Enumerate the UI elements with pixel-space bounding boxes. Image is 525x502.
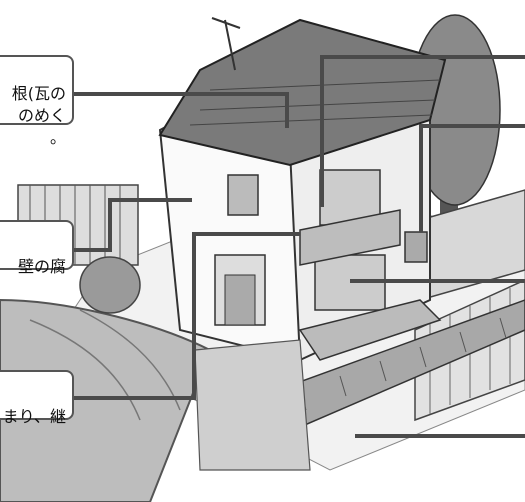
leader-line-roof bbox=[72, 92, 289, 128]
path-line bbox=[29, 319, 141, 421]
path-line bbox=[79, 309, 181, 411]
leader-line-barrel bbox=[419, 124, 525, 232]
deck bbox=[298, 299, 442, 361]
callout-floor: まり、継 bbox=[0, 370, 74, 426]
shrub bbox=[79, 256, 141, 314]
callout-floor-text: まり、継 bbox=[2, 407, 66, 426]
front-door bbox=[224, 274, 256, 326]
antenna bbox=[224, 19, 236, 71]
callout-roof: 根(瓦の のめく 。 bbox=[0, 55, 74, 147]
rain-barrel bbox=[404, 231, 428, 263]
balcony bbox=[299, 209, 401, 266]
leader-line-wall bbox=[72, 198, 192, 252]
leader-line-floor bbox=[72, 232, 300, 400]
callout-wall-text: 壁の腐 bbox=[17, 257, 66, 276]
callout-wall: 壁の腐 bbox=[0, 220, 74, 276]
callout-roof-text: 根(瓦の のめく 。 bbox=[11, 84, 66, 147]
leader-line-top-right bbox=[320, 55, 525, 207]
side-window bbox=[227, 174, 259, 216]
paving bbox=[194, 339, 311, 471]
